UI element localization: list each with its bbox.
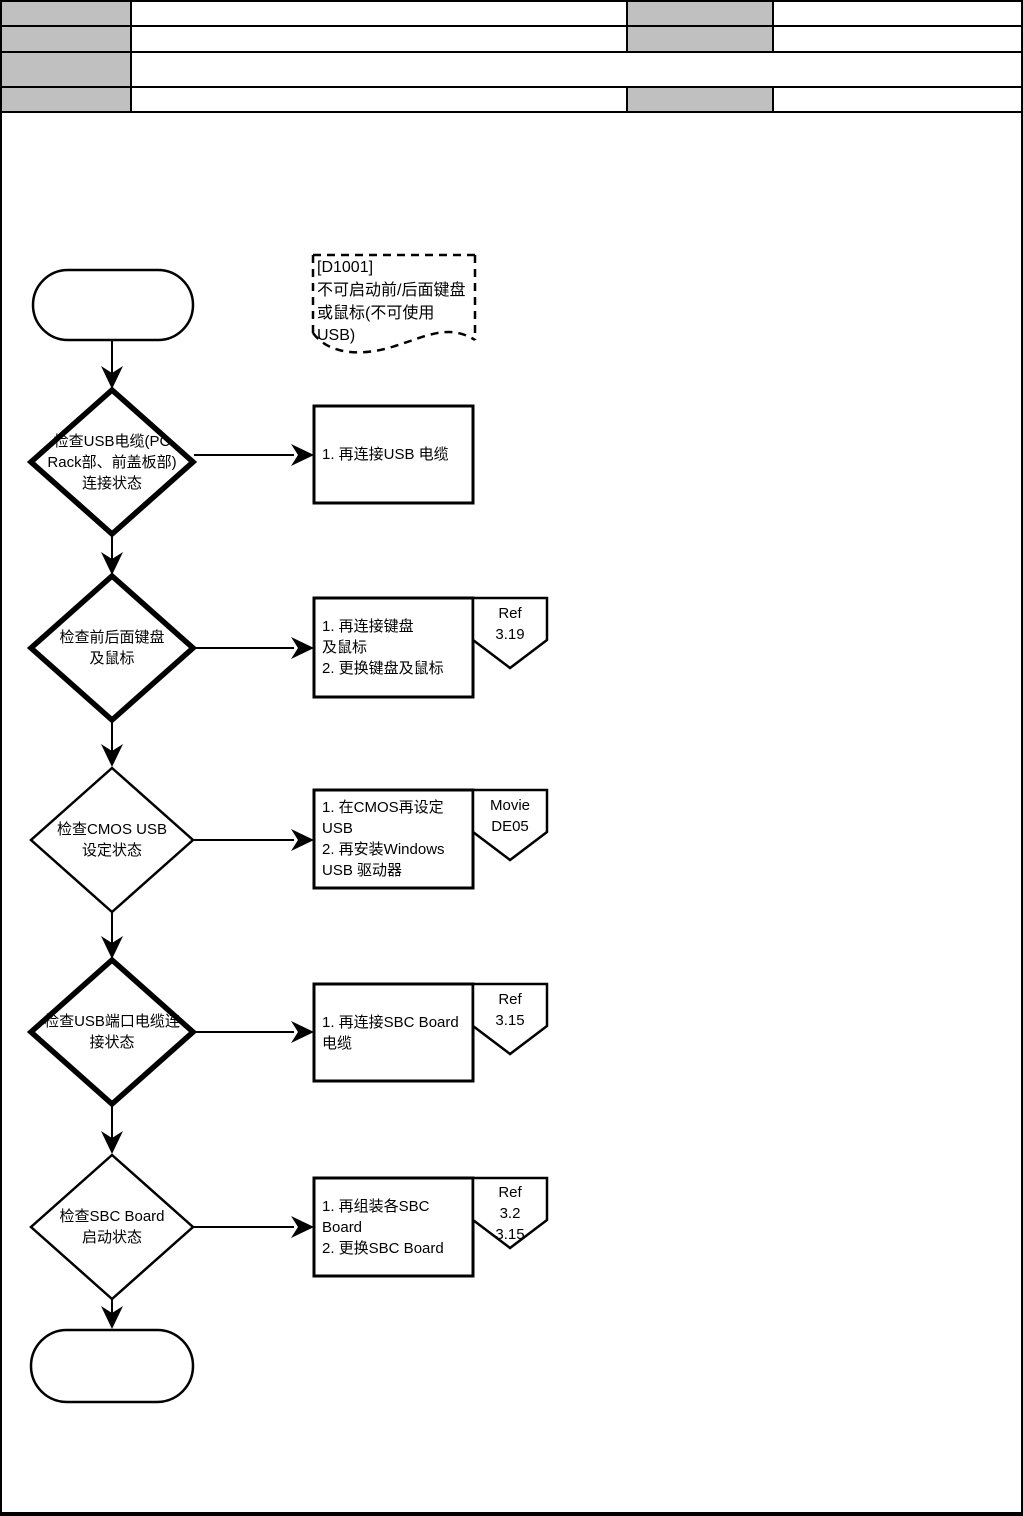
header-cell-r1c4 xyxy=(772,0,1023,27)
action-1-box xyxy=(312,404,475,505)
header-row-1 xyxy=(0,0,1023,27)
decision-1-label: 检查USB电缆(PC Rack部、前盖板部) 连接状态 xyxy=(47,432,177,492)
decision-3-label: 检查CMOS USB 设定状态 xyxy=(56,821,167,859)
arrow-down-4-head xyxy=(101,936,123,959)
end-terminator xyxy=(29,1328,195,1404)
header-cell-r4c4 xyxy=(772,86,1023,113)
flag-4-shape xyxy=(471,982,549,1056)
arrow-down-3-head xyxy=(101,744,123,767)
header-cell-r4c2 xyxy=(130,86,628,113)
action-3-text: 1. 在CMOS再设定 USB 2. 再安装Windows USB 驱动器 xyxy=(322,799,445,879)
header-cell-r1c2 xyxy=(130,0,628,27)
flag-2-shape xyxy=(471,596,549,670)
action-4-box xyxy=(312,982,475,1083)
note-text: [D1001] 不可启动前/后面键盘 或鼠标(不可使用 USB) xyxy=(317,259,466,345)
header-cell-r4c3 xyxy=(626,86,774,113)
header-cell-r3c2 xyxy=(130,51,1023,88)
arrow-right-4-head xyxy=(291,1021,314,1043)
header-cell-r3c1 xyxy=(0,51,132,88)
flag-4-text: Ref 3.15 xyxy=(495,991,525,1029)
action-3-box xyxy=(312,788,475,890)
note-outline xyxy=(311,253,477,354)
action-2-text: 1. 再连接键盘 及鼠标 2. 更换键盘及鼠标 xyxy=(322,618,444,677)
header-row-3 xyxy=(0,51,1023,88)
arrow-right-2-head xyxy=(291,637,314,659)
decision-5-label: 检查SBC Board 启动状态 xyxy=(59,1208,165,1246)
decision-2-label: 检查前后面键盘 及鼠标 xyxy=(59,629,165,667)
action-4-text: 1. 再连接SBC Board 电缆 xyxy=(322,1013,459,1052)
action-5-text: 1. 再组装各SBC Board 2. 更换SBC Board xyxy=(322,1197,444,1257)
arrow-down-6-head xyxy=(101,1306,123,1329)
start-terminator xyxy=(31,268,195,342)
header-cell-r2c4 xyxy=(772,25,1023,53)
header-table xyxy=(0,0,1023,113)
header-row-4 xyxy=(0,86,1023,113)
header-cell-r2c1 xyxy=(0,25,132,53)
action-5-box xyxy=(312,1176,475,1278)
arrow-right-1-head xyxy=(291,444,314,466)
flag-3-text: Movie DE05 xyxy=(489,797,530,835)
header-cell-r1c1 xyxy=(0,0,132,27)
arrow-down-1-head xyxy=(101,366,123,389)
arrow-down-5-head xyxy=(101,1131,123,1154)
arrow-right-5-head xyxy=(291,1216,314,1238)
flag-2-text: Ref 3.19 xyxy=(495,605,525,643)
header-cell-r2c3 xyxy=(626,25,774,53)
header-cell-r4c1 xyxy=(0,86,132,113)
arrow-right-3-head xyxy=(291,829,314,851)
flag-3-shape xyxy=(471,788,549,862)
flag-5-text: Ref 3.2 3.15 xyxy=(495,1184,525,1243)
header-cell-r2c2 xyxy=(130,25,628,53)
flag-5-shape xyxy=(471,1176,549,1250)
action-1-text: 1. 再连接USB 电缆 xyxy=(322,446,449,463)
note-outline-wave xyxy=(311,330,476,354)
header-row-2 xyxy=(0,25,1023,53)
decision-4-label: 检查USB端口电缆连 接状态 xyxy=(44,1013,180,1051)
action-2-box xyxy=(312,596,475,699)
arrow-down-2-head xyxy=(101,552,123,575)
header-cell-r1c3 xyxy=(626,0,774,27)
